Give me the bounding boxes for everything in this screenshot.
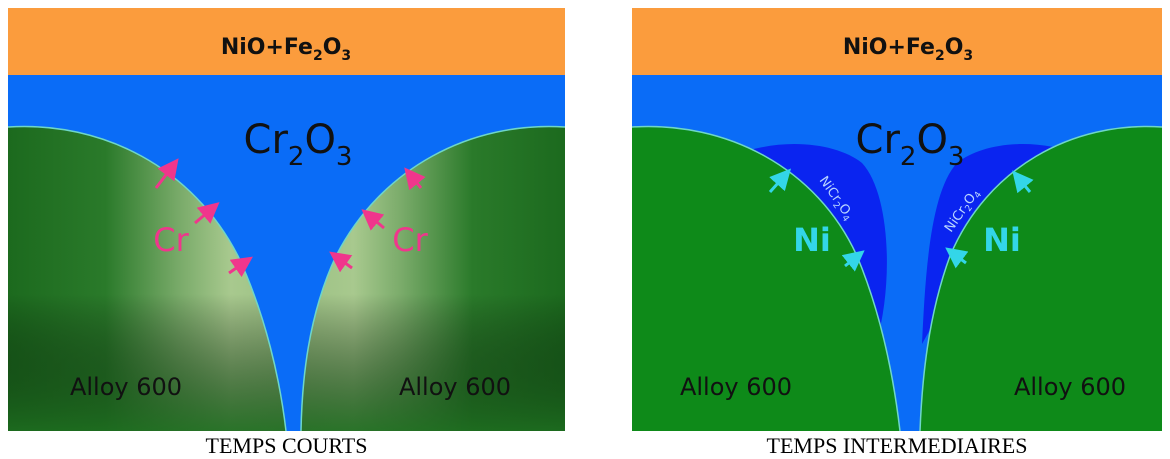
arrow-cr-6 (329, 251, 353, 273)
grain-boundary-left (8, 125, 287, 431)
ni-label-right: Ni (983, 221, 1021, 259)
arrow-ni-3 (1012, 170, 1034, 194)
arrow-cr-1 (154, 158, 179, 189)
diagram-svg-intermediate: NiO+Fe2O3 Cr2O3 NiCr2O4 NiCr2O4 Ni Ni Al… (632, 8, 1162, 431)
ni-diffusion-arrows (768, 168, 1034, 272)
ni-label-left: Ni (793, 221, 831, 259)
arrow-ni-2 (841, 250, 865, 272)
oxide-label: Cr2O3 (856, 117, 965, 172)
arrow-cr-5 (361, 209, 385, 231)
cr-label-right: Cr (392, 221, 428, 259)
cr-diffusion-arrows (154, 158, 426, 278)
top-layer (632, 8, 1162, 75)
arrow-cr-4 (404, 167, 426, 191)
top-layer-label: NiO+Fe2O3 (843, 35, 973, 64)
arrow-cr-2 (194, 202, 220, 225)
cr-label-left: Cr (153, 221, 189, 259)
diagram-panel-intermediate-times: NiO+Fe2O3 Cr2O3 NiCr2O4 NiCr2O4 Ni Ni Al… (632, 8, 1162, 431)
oxide-label: Cr2O3 (244, 117, 353, 172)
top-layer (8, 8, 565, 75)
grain-boundary-left (632, 125, 901, 431)
top-layer-label: NiO+Fe2O3 (221, 35, 351, 64)
diagram-panel-short-times: NiO+Fe2O3 Cr2O3 Cr Cr Alloy 600 Alloy 60… (8, 8, 565, 431)
diagram-svg-short: NiO+Fe2O3 Cr2O3 Cr Cr Alloy 600 Alloy 60… (8, 8, 565, 431)
grain-boundary-right (300, 125, 565, 431)
arrow-ni-1 (768, 168, 792, 194)
alloy-label-left: Alloy 600 (680, 373, 792, 401)
alloy-grain-right (920, 126, 1162, 431)
alloy-label-right: Alloy 600 (1014, 373, 1126, 401)
spinel-layer-right (922, 144, 1084, 344)
alloy-label-left: Alloy 600 (70, 373, 182, 401)
caption-intermediate-times: TEMPS INTERMEDIAIRES (766, 433, 1028, 458)
arrow-ni-4 (945, 247, 969, 269)
arrow-cr-3 (228, 256, 253, 278)
alloy-grain-left (632, 126, 900, 431)
caption-short-times: TEMPS COURTS (205, 433, 368, 458)
alloy-label-right: Alloy 600 (399, 373, 511, 401)
